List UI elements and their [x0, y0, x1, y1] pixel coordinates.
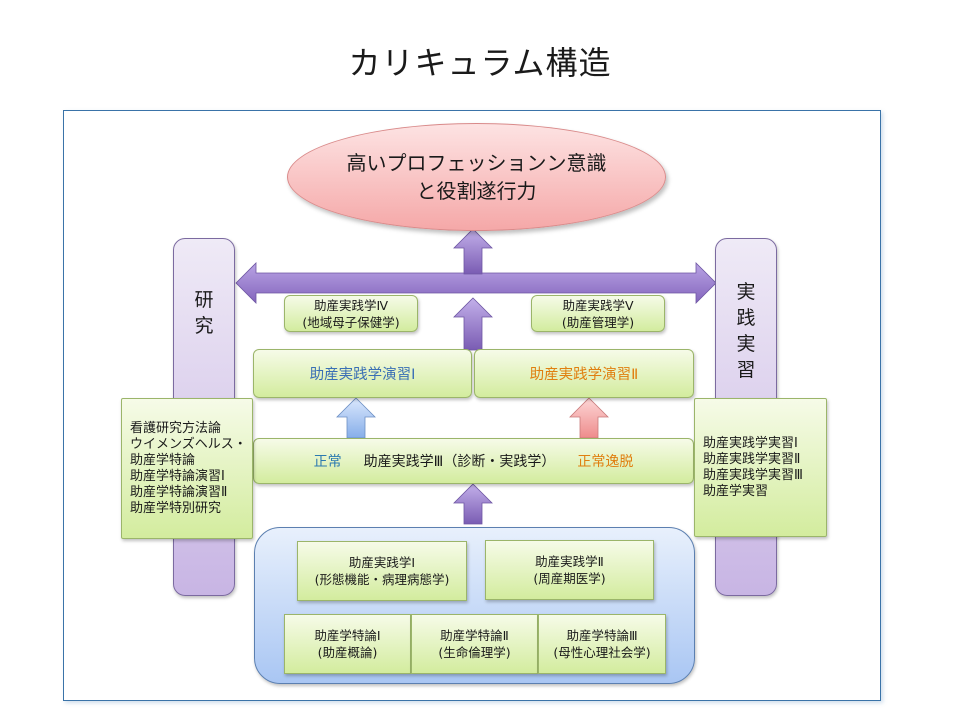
foundation-course: 助産学特論Ⅲ (母性心理社会学): [538, 614, 666, 674]
arrow-up-abnormal: [569, 397, 609, 439]
practice-char: 実: [736, 333, 756, 355]
research-char: 研: [194, 289, 214, 311]
arrow-up-to-goal: [453, 228, 493, 275]
goal-line1: 高いプロフェッションン意識: [346, 151, 607, 175]
arrow-up-normal: [336, 397, 376, 439]
arrow-up-from-exercises: [453, 297, 493, 351]
course-name: 助産学特論Ⅱ: [440, 628, 509, 643]
exercise-box-ii: 助産実践学演習Ⅱ: [474, 349, 694, 398]
list-item: 看護研究方法論: [130, 420, 222, 436]
course-box-v: 助産実践学Ⅴ (助産管理学): [531, 295, 665, 332]
course-name: 助産実践学Ⅱ: [535, 554, 604, 569]
exercise-box-i: 助産実践学演習Ⅰ: [253, 349, 472, 398]
list-item: 助産学特論: [130, 452, 196, 468]
foundation-course: 助産学特論Ⅱ (生命倫理学): [411, 614, 538, 674]
practice-course-list: 助産実践学実習Ⅰ 助産実践学実習Ⅱ 助産実践学実習Ⅲ 助産学実習: [694, 398, 827, 537]
goal-line2: と役割遂行力: [416, 179, 537, 203]
course-name: 助産実践学Ⅳ: [313, 297, 389, 313]
course-name: 助産学特論Ⅲ: [566, 628, 638, 643]
goal-ellipse: 高いプロフェッションン意識 と役割遂行力: [287, 123, 666, 231]
course-sub: (地域母子保健学): [302, 314, 400, 330]
research-char: 究: [194, 315, 214, 337]
list-item: 助産学特論演習Ⅱ: [130, 484, 228, 500]
course-sub: (母性心理社会学): [553, 645, 651, 660]
foundation-course: 助産実践学Ⅱ (周産期医学): [485, 540, 654, 600]
list-item: 助産実践学実習Ⅰ: [703, 435, 798, 451]
arrow-up-from-foundation: [453, 483, 493, 525]
course-sub: (助産管理学): [561, 314, 635, 330]
list-item: ウイメンズヘルス・: [130, 436, 247, 452]
course-name: 助産学特論Ⅰ: [314, 628, 381, 643]
foundation-course: 助産学特論Ⅰ (助産概論): [284, 614, 411, 674]
list-item: 助産実践学実習Ⅲ: [703, 467, 803, 483]
diagnosis-box: 正常 助産実践学Ⅲ（診断・実践学） 正常逸脱: [253, 438, 694, 484]
diagnosis-course: 助産実践学Ⅲ（診断・実践学）: [363, 454, 556, 470]
practice-char: 実: [736, 281, 756, 303]
list-item: 助産学特別研究: [130, 500, 222, 516]
exercise-label: 助産実践学演習Ⅰ: [309, 367, 416, 383]
abnormal-label: 正常逸脱: [577, 454, 634, 470]
exercise-label: 助産実践学演習Ⅱ: [529, 367, 639, 383]
list-item: 助産実践学実習Ⅱ: [703, 451, 801, 467]
course-sub: (生命倫理学): [438, 645, 511, 660]
list-item: 助産学実習: [703, 483, 769, 499]
course-box-iv: 助産実践学Ⅳ (地域母子保健学): [284, 295, 418, 332]
list-item: 助産学特論演習Ⅰ: [130, 468, 225, 484]
research-course-list: 看護研究方法論 ウイメンズヘルス・ 助産学特論 助産学特論演習Ⅰ 助産学特論演習…: [121, 398, 253, 539]
course-name: 助産実践学Ⅴ: [562, 297, 634, 313]
normal-label: 正常: [313, 454, 342, 470]
foundation-course: 助産実践学Ⅰ (形態機能・病理病態学): [297, 541, 467, 601]
course-sub: (周産期医学): [533, 571, 606, 586]
course-sub: (形態機能・病理病態学): [314, 572, 450, 587]
course-sub: (助産概論): [317, 645, 378, 660]
course-name: 助産実践学Ⅰ: [348, 555, 416, 570]
page-title: カリキュラム構造: [348, 44, 612, 82]
practice-char: 践: [736, 307, 756, 329]
practice-char: 習: [736, 359, 756, 381]
